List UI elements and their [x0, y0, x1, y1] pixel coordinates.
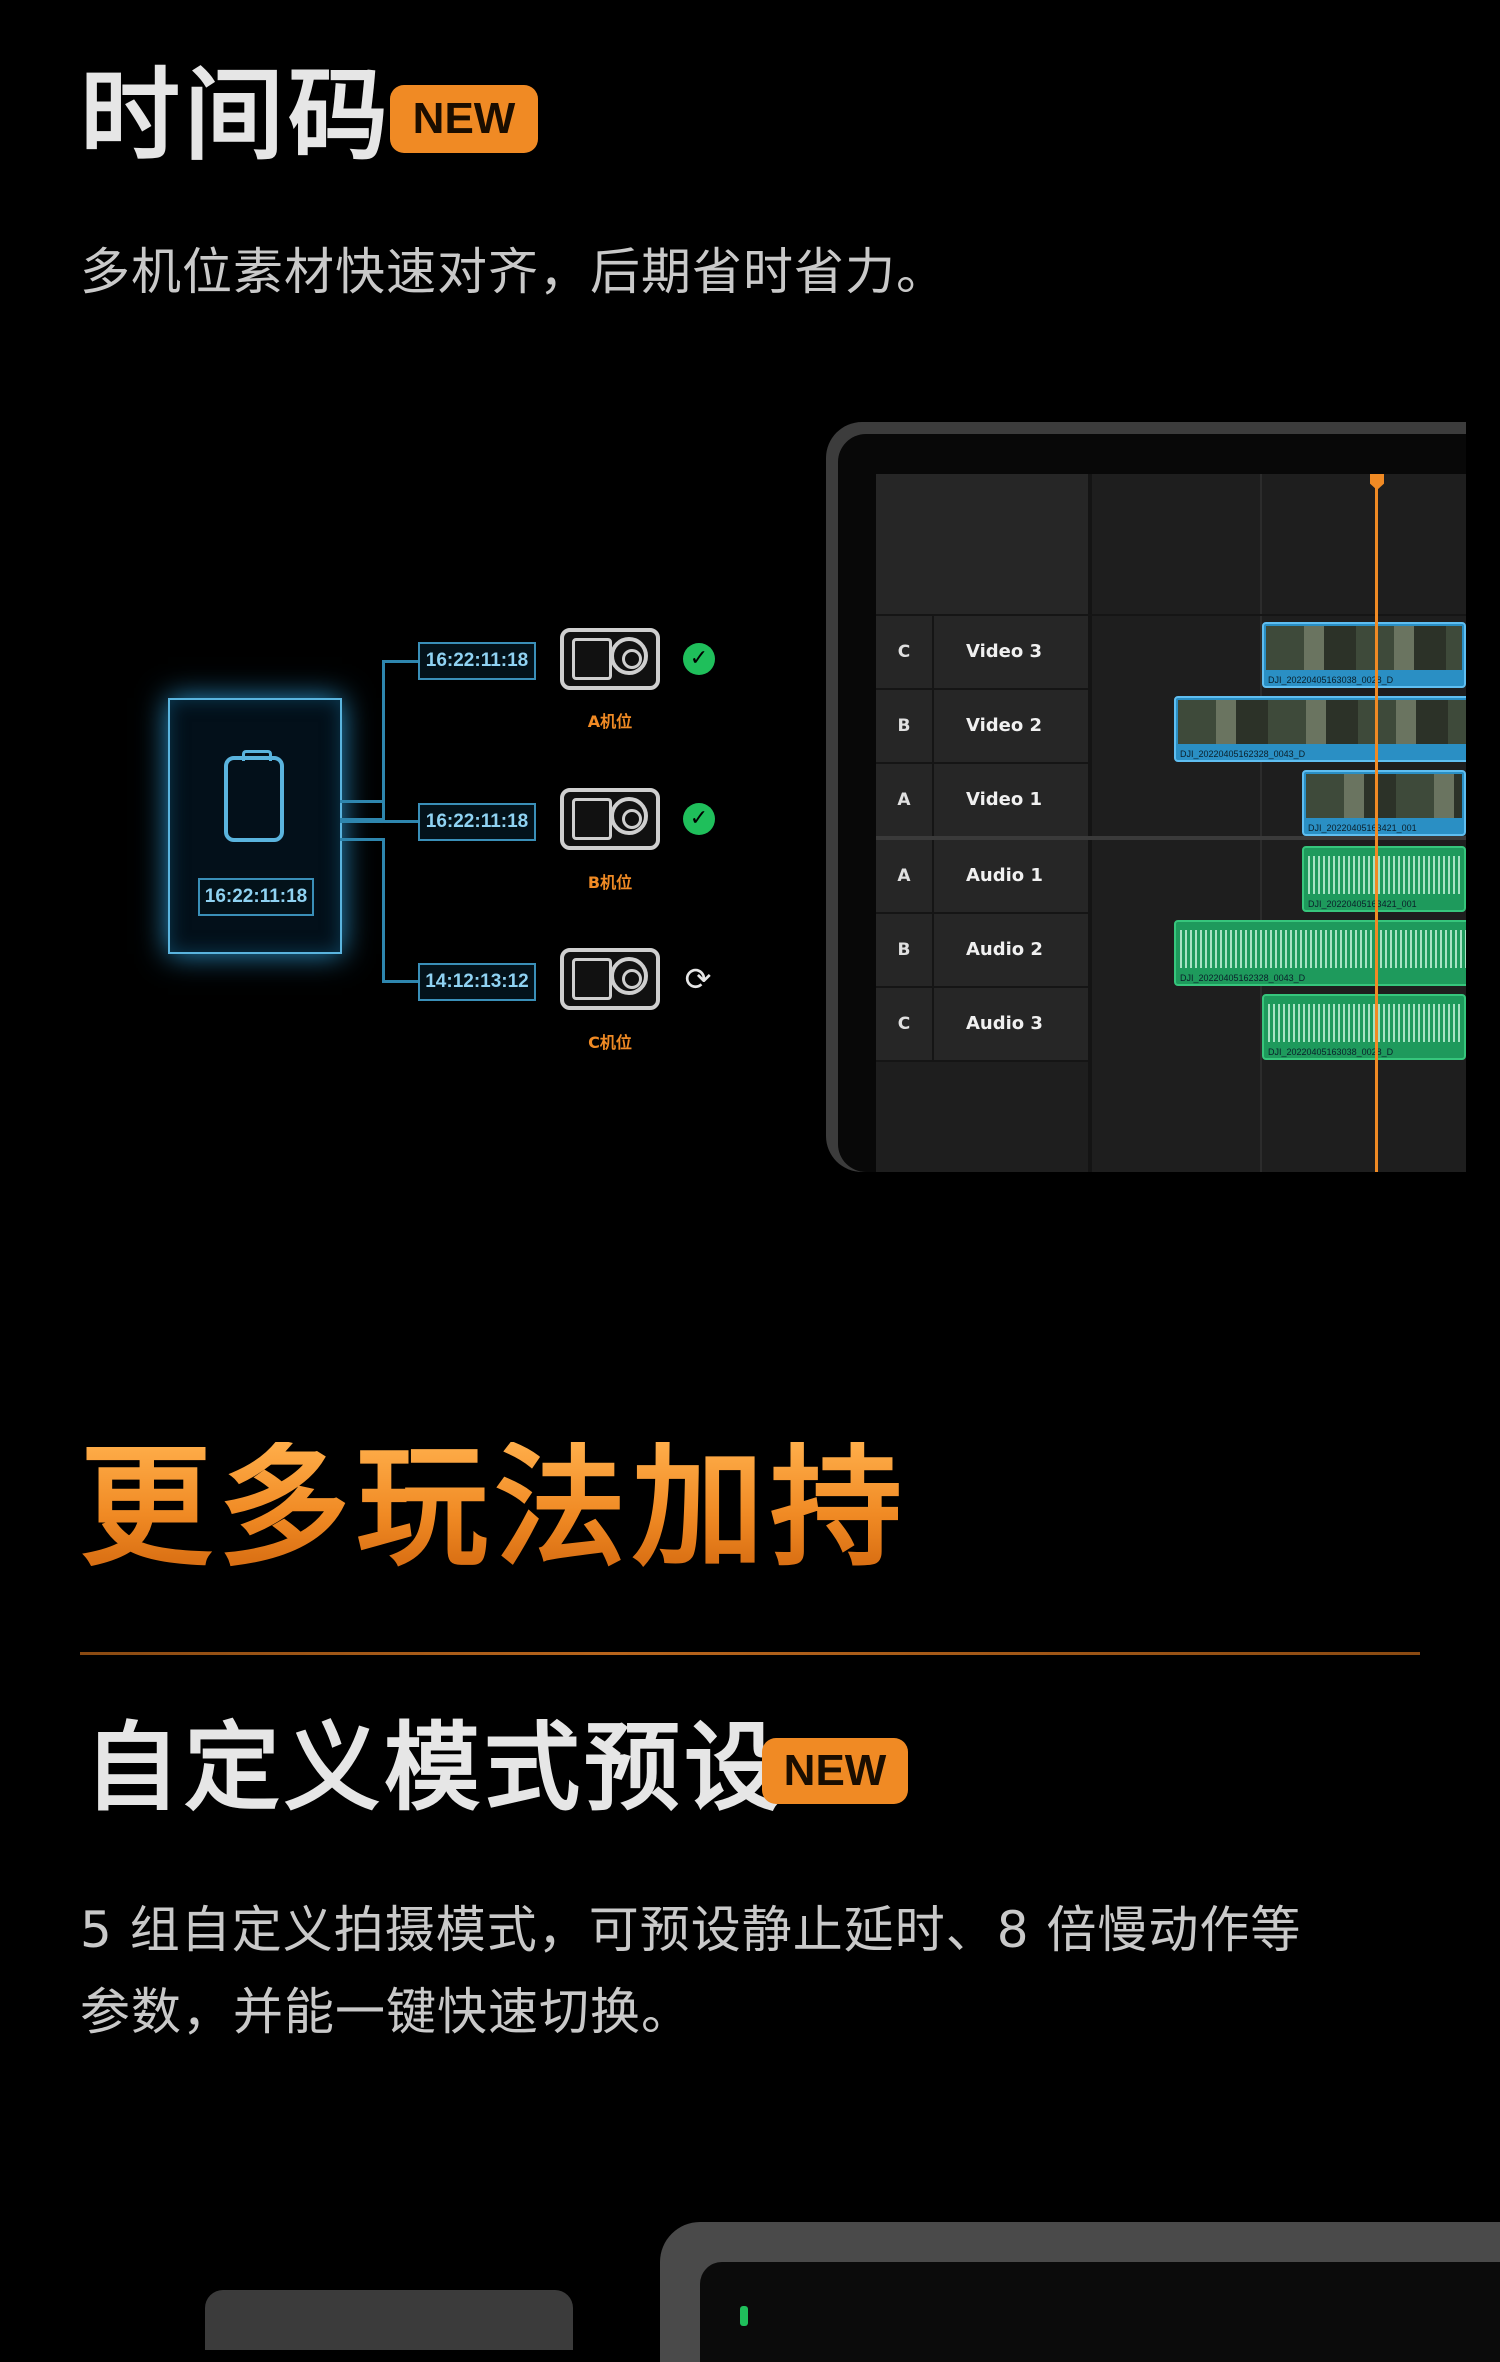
track-header[interactable]: B Video 2: [876, 690, 1088, 764]
device-preview-left: [205, 2290, 573, 2350]
master-timecode: 16:22:11:18: [198, 878, 314, 916]
timecode-device: 16:22:11:18: [168, 698, 342, 954]
track-header[interactable]: C Video 3: [876, 616, 1088, 690]
status-indicator: [740, 2306, 748, 2326]
track-header[interactable]: B Audio 2: [876, 914, 1088, 988]
playhead[interactable]: [1375, 486, 1378, 1172]
timecode-subtitle: 多机位素材快速对齐，后期省时省力。: [80, 243, 947, 301]
section-heading: 更多玩法加持: [80, 1431, 908, 1585]
timecode-a: 16:22:11:18: [418, 642, 536, 680]
section-divider: [80, 1652, 1420, 1655]
camera-c-icon: [560, 948, 660, 1010]
playhead-handle[interactable]: [1370, 474, 1384, 490]
audio-clip[interactable]: DJI_20220405162328_0043_D: [1174, 920, 1466, 986]
video-clip[interactable]: DJI_20220405162328_0043_D: [1174, 696, 1466, 762]
camera-c-label: C机位: [588, 1033, 632, 1052]
timecode-b: 16:22:11:18: [418, 803, 536, 841]
track-header[interactable]: A Video 1: [876, 764, 1088, 838]
tablet-device: C Video 3 B Video 2 A Video 1 A Audio 1 …: [826, 422, 1466, 1172]
audio-clip[interactable]: DJI_20220405163038_0028_D: [1262, 994, 1466, 1060]
device-preview-right: [660, 2222, 1500, 2362]
device-icon: [224, 750, 284, 842]
custom-mode-title: 自定义模式预设: [84, 1712, 784, 1824]
audio-clip[interactable]: DJI_20220405163421_001: [1302, 846, 1466, 912]
new-badge: NEW: [390, 85, 538, 153]
timecode-c: 14:12:13:12: [418, 963, 536, 1001]
new-badge: NEW: [762, 1738, 908, 1804]
camera-b-label: B机位: [587, 873, 633, 892]
camera-a-icon: [560, 628, 660, 690]
camera-a-label: A机位: [587, 712, 633, 731]
custom-mode-subtitle-line2: 参数，并能一键快速切换。: [80, 1983, 692, 2041]
video-clip[interactable]: DJI_20220405163038_0028_D: [1262, 622, 1466, 688]
timecode-title: 时间码: [80, 57, 392, 174]
check-icon: ✓: [683, 803, 715, 835]
camera-b-icon: [560, 788, 660, 850]
video-clip[interactable]: DJI_20220405163421_001: [1302, 770, 1466, 836]
sync-icon: ⟳: [684, 960, 712, 998]
check-icon: ✓: [683, 643, 715, 675]
track-header[interactable]: A Audio 1: [876, 840, 1088, 914]
custom-mode-subtitle-line1: 5 组自定义拍摄模式，可预设静止延时、8 倍慢动作等: [80, 1901, 1302, 1959]
timeline-editor: C Video 3 B Video 2 A Video 1 A Audio 1 …: [876, 474, 1466, 1172]
track-header[interactable]: C Audio 3: [876, 988, 1088, 1062]
